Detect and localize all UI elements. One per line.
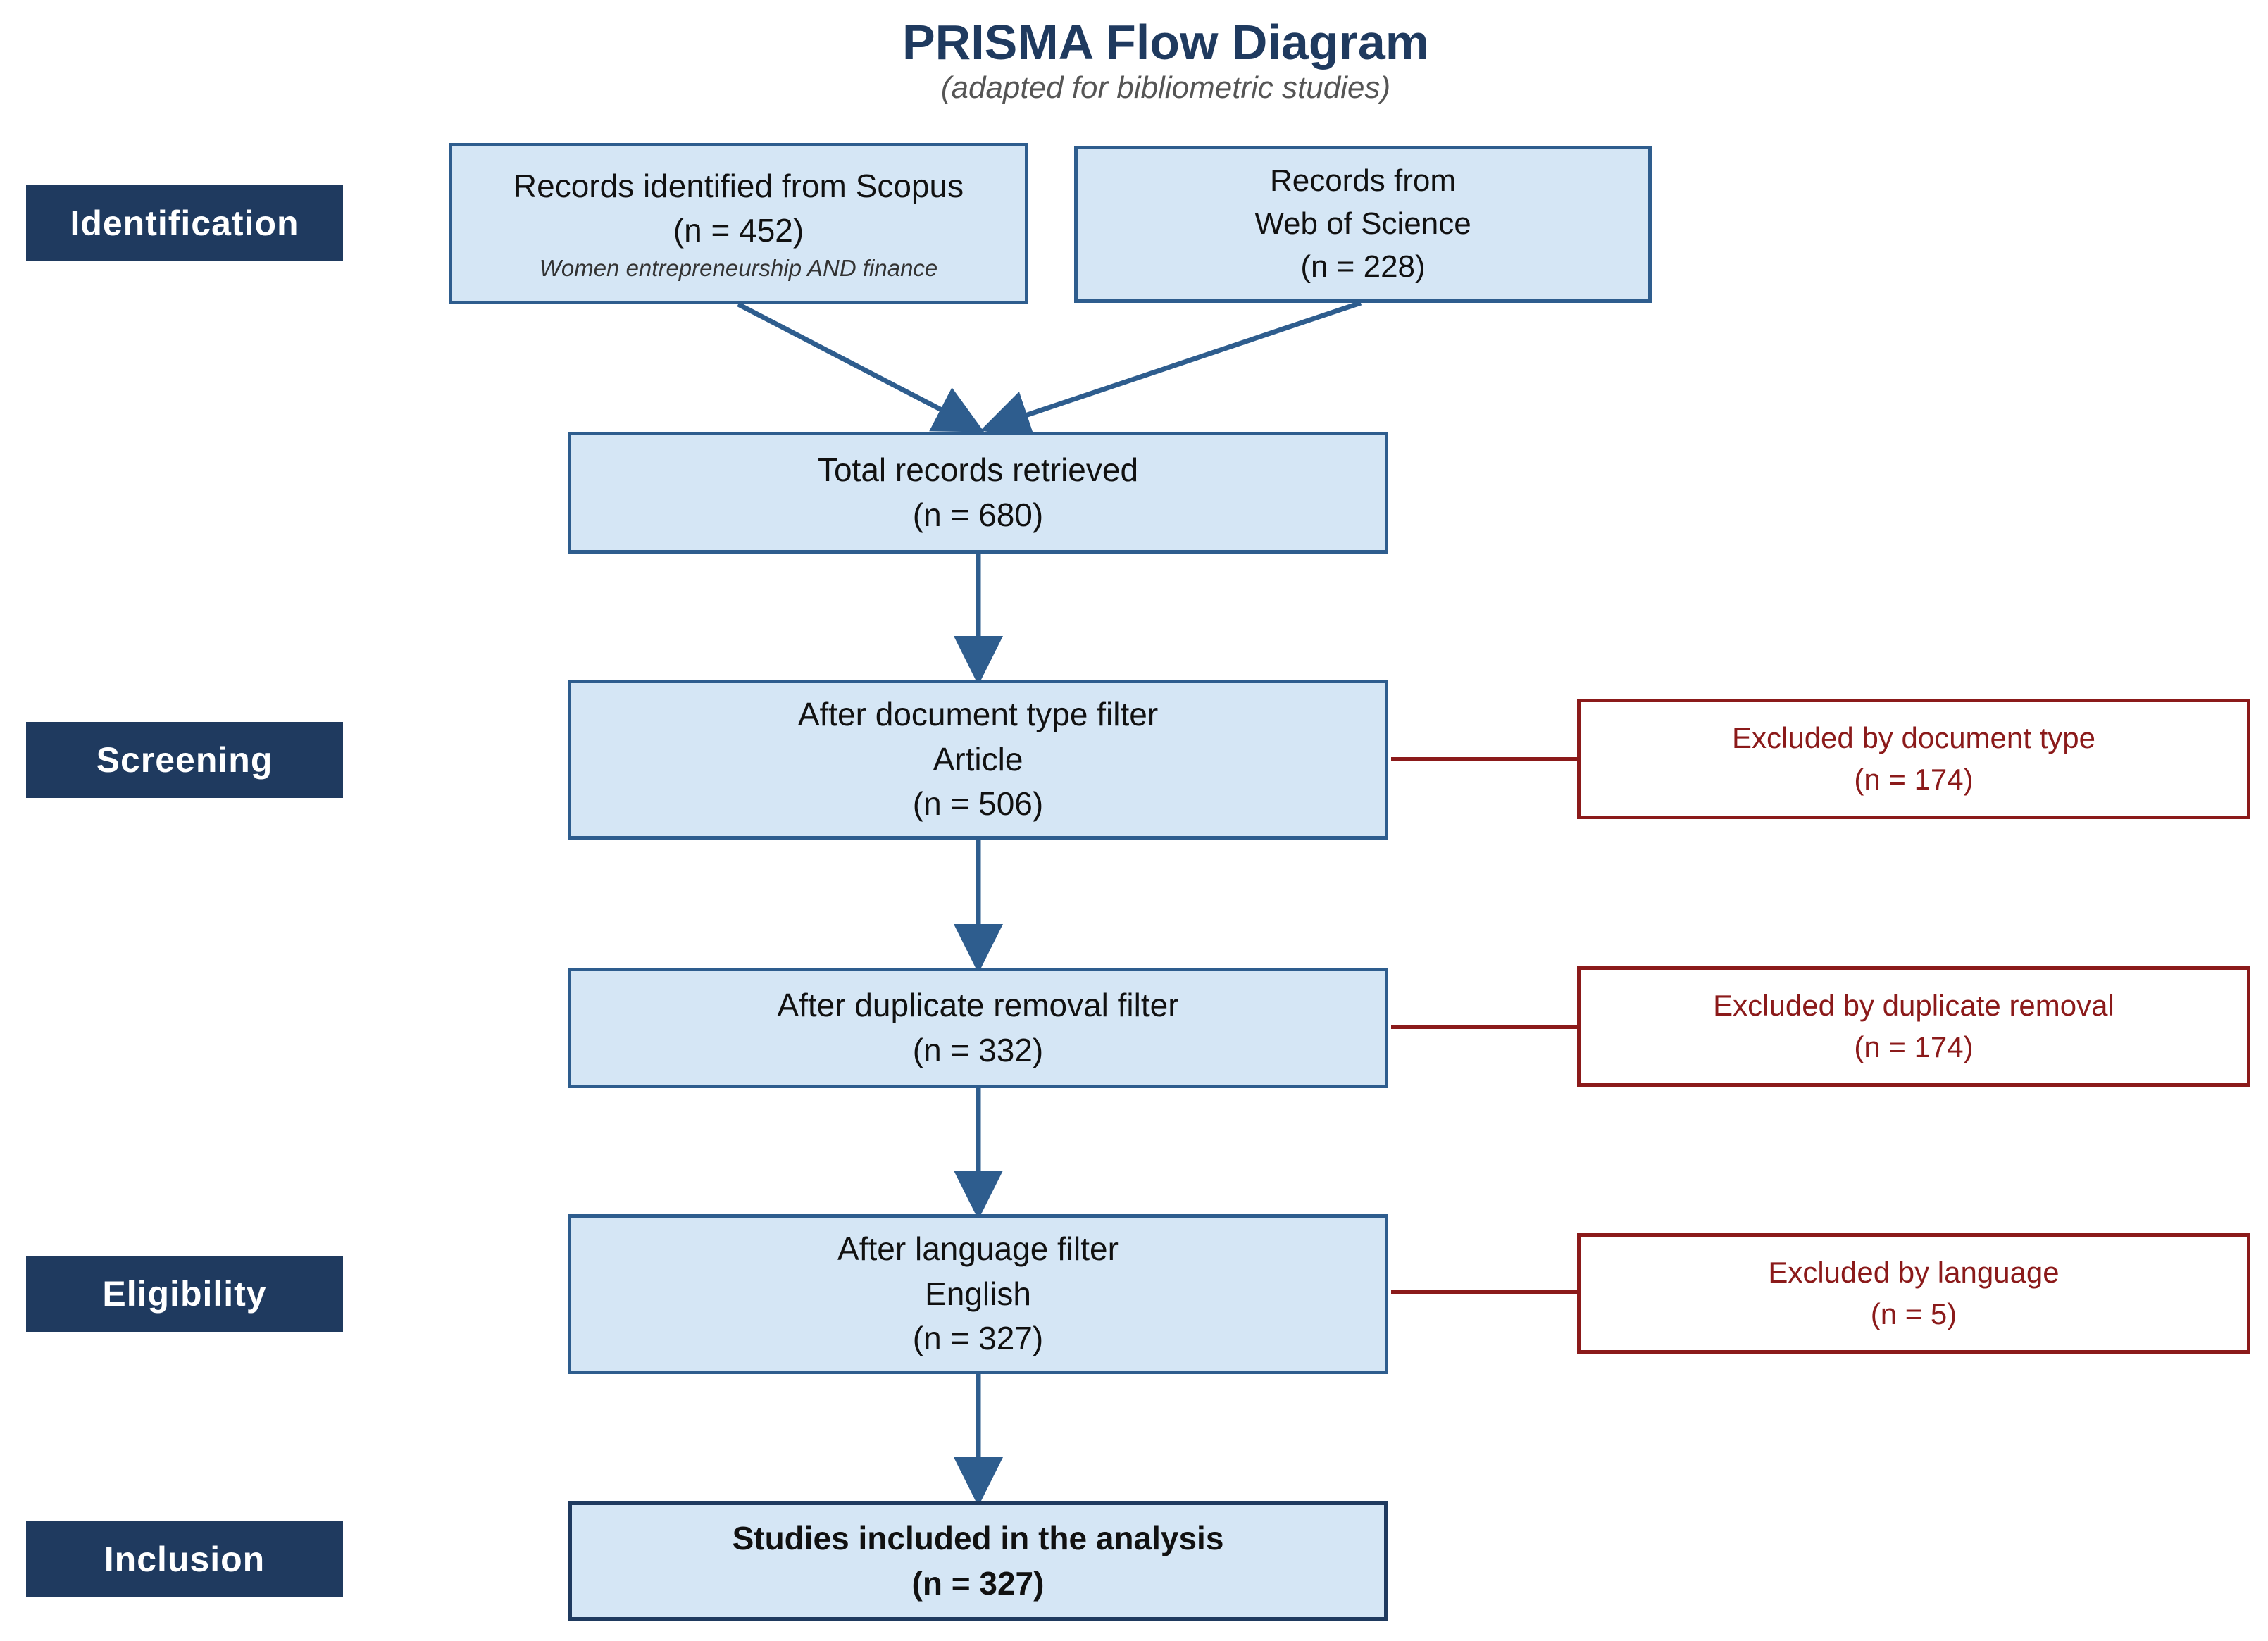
box-total-records: Total records retrieved (n = 680) [568, 432, 1388, 554]
doctype-count: (n = 506) [912, 785, 1044, 823]
stage-eligibility: Eligibility [26, 1256, 343, 1332]
arrow-scopus-to-total [737, 301, 985, 432]
duplicate-label: After duplicate removal filter [777, 987, 1179, 1024]
box-doctype-filter: After document type filter Article (n = … [568, 680, 1388, 840]
total-label: Total records retrieved [817, 451, 1139, 489]
excluded-language-label: Excluded by language [1768, 1255, 2060, 1289]
diagram-title: PRISMA Flow Diagram [902, 15, 1430, 70]
stage-inclusion: Inclusion [26, 1521, 343, 1597]
language-sublabel: English [925, 1275, 1031, 1312]
scopus-count: (n = 452) [673, 212, 804, 249]
excluded-duplicate-count: (n = 174) [1854, 1030, 1974, 1063]
box-duplicate-filter: After duplicate removal filter (n = 332) [568, 968, 1388, 1088]
arrow-wos-to-total [980, 300, 1362, 439]
box-excluded-doctype: Excluded by document type (n = 174) [1577, 699, 2250, 819]
language-count: (n = 327) [912, 1320, 1044, 1357]
excluded-language-count: (n = 5) [1870, 1297, 1957, 1330]
included-count: (n = 327) [911, 1564, 1045, 1602]
scopus-label: Records identified from Scopus [513, 167, 964, 204]
language-label: After language filter [837, 1230, 1119, 1268]
excluded-doctype-label: Excluded by document type [1732, 720, 2095, 754]
stage-identification: Identification [26, 185, 343, 261]
box-excluded-duplicate: Excluded by duplicate removal (n = 174) [1577, 966, 2250, 1087]
wos-label-line2: Web of Science [1254, 206, 1471, 242]
doctype-label: After document type filter [797, 696, 1159, 733]
excluded-duplicate-label: Excluded by duplicate removal [1713, 988, 2114, 1022]
scopus-query: Women entrepreneurship AND finance [539, 254, 938, 281]
box-studies-included: Studies included in the analysis (n = 32… [568, 1501, 1388, 1621]
wos-count: (n = 228) [1300, 249, 1426, 284]
stage-screening: Screening [26, 722, 343, 798]
diagram-subtitle: (adapted for bibliometric studies) [940, 70, 1391, 105]
excluded-doctype-count: (n = 174) [1854, 762, 1974, 796]
duplicate-count: (n = 332) [912, 1031, 1044, 1068]
included-label: Studies included in the analysis [732, 1520, 1224, 1557]
box-scopus-records: Records identified from Scopus (n = 452)… [449, 143, 1028, 304]
box-wos-records: Records from Web of Science (n = 228) [1074, 146, 1652, 303]
box-language-filter: After language filter English (n = 327) [568, 1214, 1388, 1374]
doctype-sublabel: Article [933, 740, 1023, 778]
total-count: (n = 680) [912, 496, 1044, 533]
wos-label-line1: Records from [1269, 163, 1457, 199]
box-excluded-language: Excluded by language (n = 5) [1577, 1233, 2250, 1354]
